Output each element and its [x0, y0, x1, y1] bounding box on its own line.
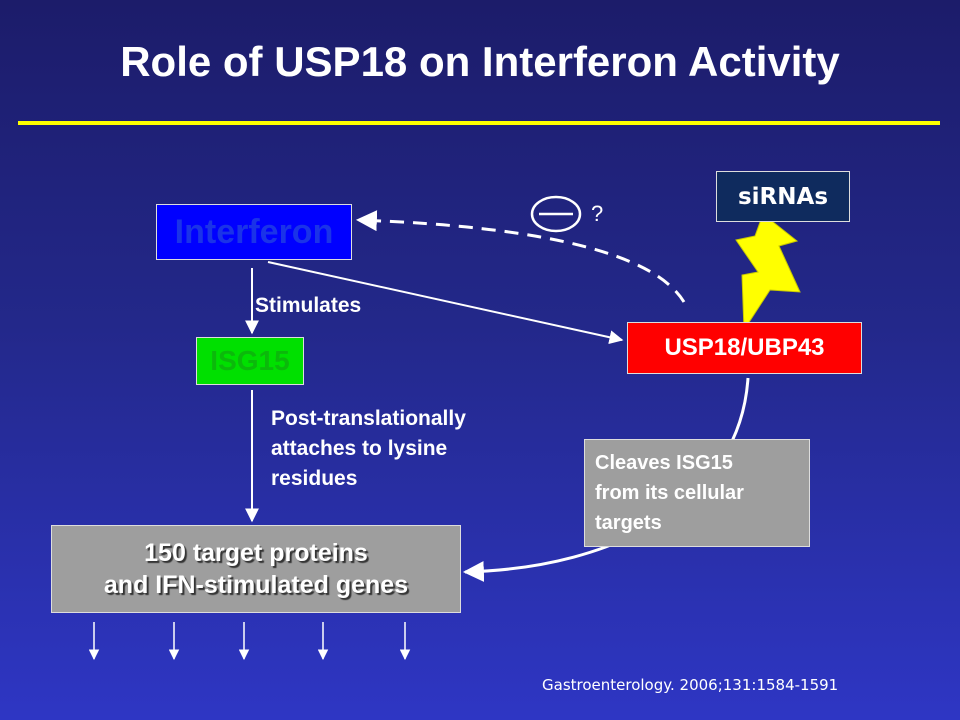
cleaves-box: Cleaves ISG15 from its cellular targets: [584, 439, 810, 547]
post-translational-label: Post-translationally attaches to lysine …: [271, 404, 466, 494]
targets-line: 150 target proteins: [144, 539, 368, 567]
stimulates-label: Stimulates: [255, 294, 362, 317]
post-label-line: attaches to lysine: [271, 437, 448, 460]
sirnas-box: siRNAs: [716, 171, 850, 222]
page-title: Role of USP18 on Interferon Activity: [120, 38, 840, 85]
cleaves-line: Cleaves ISG15: [595, 452, 733, 474]
post-label-line: Post-translationally: [271, 407, 466, 430]
citation: Gastroenterology. 2006;131:1584-1591: [542, 676, 839, 694]
interferon-box: Interferon: [156, 204, 352, 260]
cleaves-line: from its cellular: [595, 482, 744, 504]
minus-inhibition-icon: [530, 195, 582, 233]
isg15-box: ISG15: [196, 337, 304, 385]
cleaves-line: targets: [595, 512, 662, 534]
question-mark-label: ?: [591, 201, 604, 226]
output-arrows: [88, 622, 411, 661]
lightning-bolt-icon: [735, 213, 801, 332]
target-proteins-box: 150 target proteins and IFN-stimulated g…: [51, 525, 461, 613]
targets-line: and IFN-stimulated genes: [103, 571, 409, 599]
dashed-arrow-usp18-to-interferon: [355, 210, 686, 303]
post-label-line: residues: [271, 467, 358, 490]
arrow-interferon-to-usp18: [267, 261, 624, 345]
title-rule: [18, 121, 940, 125]
usp18-box: USP18/UBP43: [627, 322, 862, 374]
